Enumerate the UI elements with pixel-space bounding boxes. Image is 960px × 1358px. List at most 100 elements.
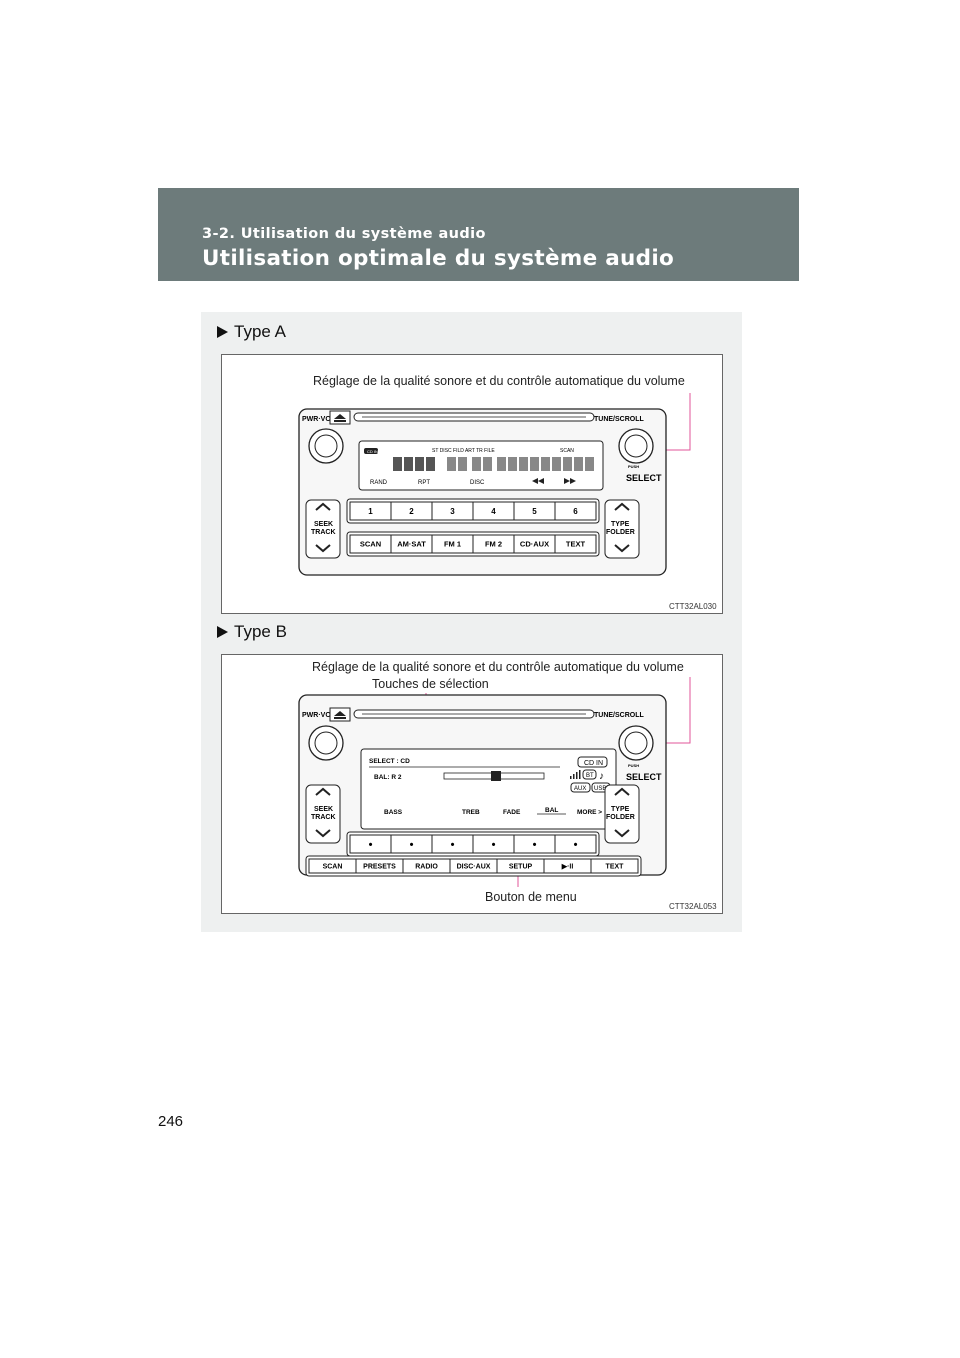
- softkey-bal: BAL: [545, 807, 558, 814]
- section-title: 3-2. Utilisation du système audio: [202, 226, 486, 242]
- balance-marker: [491, 771, 501, 781]
- svg-text:USB: USB: [594, 786, 606, 792]
- seek-down-icon: [315, 544, 331, 553]
- triangle-bullet-icon: [217, 326, 228, 338]
- type-a-preset-row: 1 2 3 4 5 6: [346, 498, 600, 524]
- eject-icon: [334, 711, 346, 716]
- select-label: SELECT: [626, 772, 662, 782]
- signal-icon: [570, 770, 581, 779]
- seek-down-icon: [315, 829, 331, 838]
- svg-text:FOLDER: FOLDER: [606, 529, 635, 536]
- tune-scroll-label: TUNE/SCROLL: [594, 416, 645, 423]
- type-b-func-label-7: TEXT: [606, 864, 625, 871]
- page-title: Utilisation optimale du système audio: [202, 246, 675, 271]
- svg-text:SEEK: SEEK: [314, 521, 333, 528]
- type-up-icon: [614, 787, 630, 796]
- softkey-bass: BASS: [384, 809, 403, 816]
- svg-text:FOLDER: FOLDER: [606, 814, 635, 821]
- selection-key-button-6[interactable]: [554, 834, 597, 854]
- type-b-heading: Type B: [217, 622, 287, 642]
- type-b-func-label-6: ▶·II: [561, 864, 574, 871]
- type-a-func-label-3: FM 1: [444, 540, 461, 549]
- cd-in-indicator: [364, 448, 378, 454]
- type-a-func-button-6[interactable]: [554, 534, 597, 554]
- type-b-figure: Réglage de la qualité sonore et du contr…: [221, 654, 723, 914]
- type-b-figure-code: CTT32AL053: [669, 902, 717, 911]
- type-a-figure: Réglage de la qualité sonore et du contr…: [221, 354, 723, 614]
- svg-text:TRACK: TRACK: [311, 529, 336, 536]
- pwr-vol-label: PWR·VOL: [302, 712, 336, 719]
- select-label: SELECT: [626, 473, 662, 483]
- type-a-figure-code: CTT32AL030: [669, 602, 717, 611]
- scan-indicator: SCAN: [560, 448, 574, 454]
- type-up-icon: [614, 502, 630, 511]
- selection-key-label-2: •: [410, 839, 414, 851]
- seek-track-button: [305, 784, 341, 844]
- selection-key-label-4: •: [492, 839, 496, 851]
- content-panel: Type A Réglage de la qualité sonore et d…: [201, 312, 742, 932]
- seek-up-icon: [315, 787, 331, 796]
- rpt-indicator: RPT: [418, 480, 430, 486]
- type-b-func-button-7[interactable]: [590, 858, 639, 874]
- svg-text:TRACK: TRACK: [311, 814, 336, 821]
- disc-indicator: DISC: [470, 480, 485, 486]
- preset-label-1: 1: [368, 507, 373, 516]
- softkey-fade: FADE: [503, 809, 521, 816]
- rand-indicator: RAND: [370, 480, 388, 486]
- svg-text:CD IN: CD IN: [584, 760, 603, 767]
- svg-text:CD IN: CD IN: [367, 449, 378, 454]
- chapter-header: 3-2. Utilisation du système audio Utilis…: [158, 188, 799, 281]
- preset-label-3: 3: [450, 507, 455, 516]
- type-b-func-label-2: PRESETS: [363, 864, 396, 871]
- display-top-indicators: ST DISC FILD ART TR FILE: [432, 448, 495, 454]
- push-label: PUSH: [628, 763, 639, 768]
- selection-key-label-6: •: [574, 839, 578, 851]
- preset-button-6[interactable]: [554, 501, 597, 521]
- preset-label-5: 5: [532, 507, 537, 516]
- type-a-radio-drawing: PWR·VOL TUNE/SCROLL PUSH SELECT CD IN ST…: [298, 393, 691, 576]
- music-note-icon: ♪: [599, 771, 604, 782]
- aux-badge: [570, 782, 591, 793]
- type-b-tone-caption: Réglage de la qualité sonore et du contr…: [312, 660, 684, 674]
- tune-scroll-label: TUNE/SCROLL: [594, 712, 645, 719]
- type-b-radio-drawing: PWR·VOL TUNE/SCROLL PUSH SELECT SELECT :…: [298, 677, 691, 887]
- type-down-icon: [614, 829, 630, 838]
- selection-key-label-3: •: [451, 839, 455, 851]
- type-folder-button: [604, 499, 640, 559]
- preset-label-2: 2: [409, 507, 414, 516]
- preset-label-6: 6: [573, 507, 578, 516]
- svg-text:SEEK: SEEK: [314, 806, 333, 813]
- svg-text:TYPE: TYPE: [611, 521, 630, 528]
- type-a-func-label-2: AM·SAT: [397, 540, 426, 549]
- selection-key-label-1: •: [369, 839, 373, 851]
- softkey-treb: TREB: [462, 809, 480, 816]
- page-number: 246: [158, 1113, 184, 1130]
- push-label: PUSH: [628, 464, 639, 469]
- type-a-tone-caption: Réglage de la qualité sonore et du contr…: [313, 374, 685, 388]
- pwr-vol-label: PWR·VOL: [302, 416, 336, 423]
- type-b-func-label-4: DISC·AUX: [457, 864, 491, 871]
- tune-scroll-knob-inner: [624, 434, 648, 458]
- selection-keys-caption: Touches de sélection: [372, 677, 489, 691]
- seek-track-button: [305, 499, 341, 559]
- display-segments: [393, 457, 594, 471]
- menu-button-caption: Bouton de menu: [485, 890, 577, 904]
- type-a-function-row: SCAN AM·SAT FM 1 FM 2 CD·AUX TEXT: [346, 531, 600, 557]
- selection-key-label-5: •: [533, 839, 537, 851]
- triangle-bullet-icon: [217, 626, 228, 638]
- screen-select-line: SELECT : CD: [369, 758, 410, 765]
- svg-text:AUX: AUX: [574, 786, 586, 792]
- type-folder-button: [604, 784, 640, 844]
- type-a-func-label-5: CD·AUX: [520, 540, 549, 549]
- seek-up-icon: [315, 502, 331, 511]
- pwr-vol-knob-inner: [314, 434, 338, 458]
- bt-badge: [582, 769, 597, 780]
- cd-in-badge: [577, 756, 608, 768]
- type-b-selection-keys: • • • • • •: [346, 831, 600, 857]
- type-a-func-label-6: TEXT: [566, 540, 586, 549]
- svg-text:BT: BT: [586, 773, 594, 779]
- preset-label-4: 4: [491, 507, 496, 516]
- type-a-func-label-4: FM 2: [485, 540, 502, 549]
- type-a-func-label-1: SCAN: [360, 540, 381, 549]
